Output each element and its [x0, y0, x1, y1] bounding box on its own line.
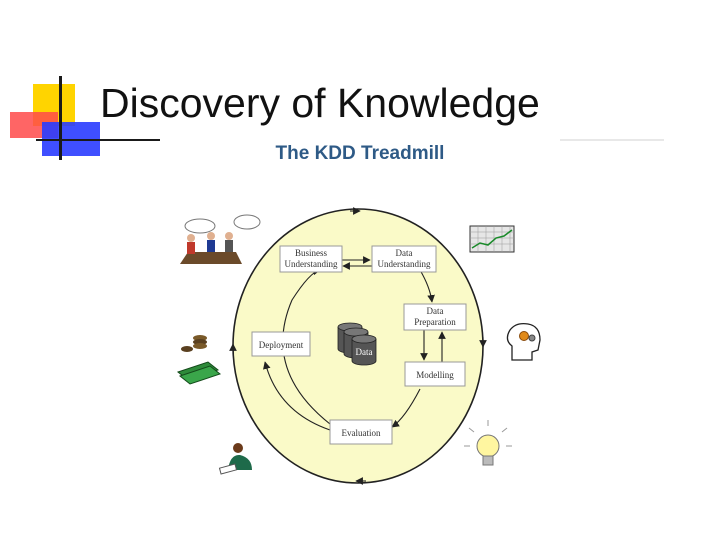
svg-text:Understanding: Understanding: [285, 259, 338, 269]
meeting-clipart-icon: [180, 214, 261, 264]
svg-text:Data: Data: [427, 306, 444, 316]
node-data-understanding: Data Understanding: [371, 245, 437, 273]
coins-clipart-icon: [181, 335, 207, 352]
svg-text:Modelling: Modelling: [416, 370, 454, 380]
decor-right-line: [560, 139, 664, 141]
decor-vertical-line: [59, 76, 62, 160]
node-modelling: Modelling: [404, 361, 466, 387]
node-deployment: Deployment: [251, 331, 311, 357]
person-reading-clipart-icon: [218, 443, 252, 475]
arrow-evaluation-to-business: [282, 267, 331, 425]
database-icon: Data: [337, 322, 377, 366]
arrow-data-to-preparation: [419, 269, 435, 303]
svg-text:Understanding: Understanding: [378, 259, 431, 269]
head-gears-clipart-icon: [506, 322, 541, 361]
node-business-understanding: Business Understanding: [279, 245, 343, 273]
node-evaluation: Evaluation: [329, 419, 393, 445]
svg-text:Evaluation: Evaluation: [342, 428, 381, 438]
svg-text:Business: Business: [295, 248, 328, 258]
svg-text:Preparation: Preparation: [414, 317, 456, 327]
arrow-evaluation-to-deployment: [263, 361, 331, 431]
svg-text:Deployment: Deployment: [259, 340, 304, 350]
slide-title: Discovery of Knowledge: [100, 80, 540, 126]
diagram-heading: The KDD Treadmill: [276, 143, 445, 164]
svg-text:Data: Data: [396, 248, 413, 258]
node-data-preparation: Data Preparation: [403, 303, 467, 331]
chart-clipart-icon: [469, 225, 515, 253]
database-label: Data: [356, 347, 373, 357]
money-clipart-icon: [176, 361, 222, 385]
arrow-modelling-to-evaluation: [391, 388, 421, 428]
lightbulb-clipart-icon: [464, 420, 512, 466]
decor-horizontal-line: [36, 139, 160, 141]
